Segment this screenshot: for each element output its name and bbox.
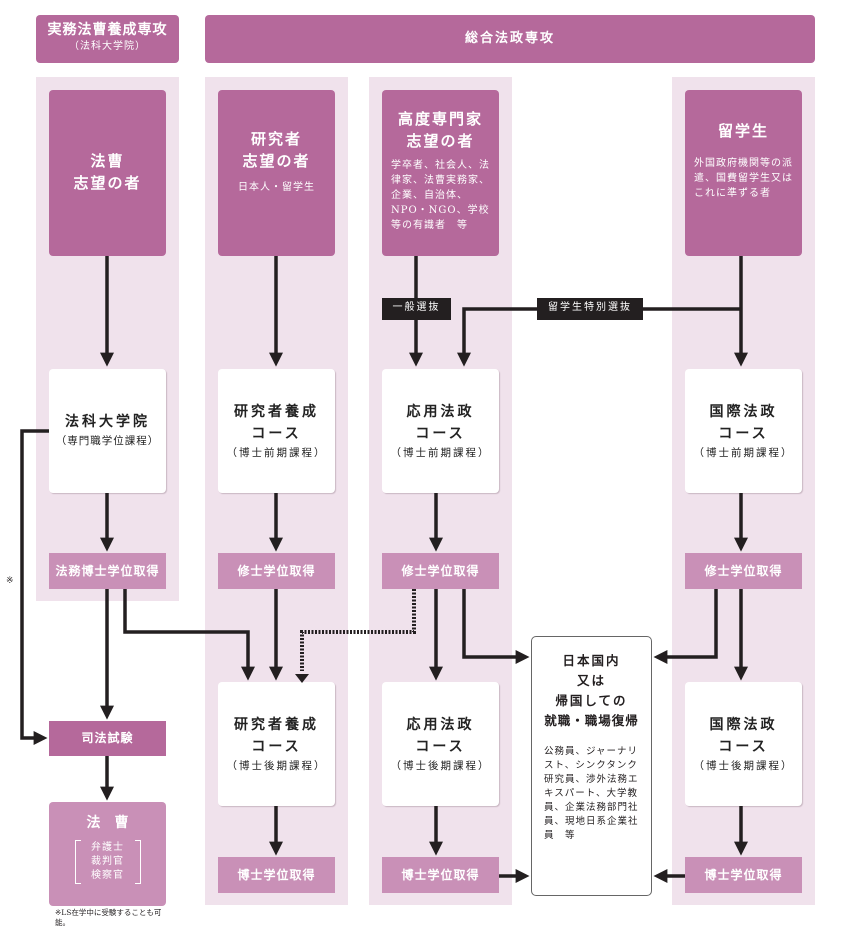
course-international-doctor-title: 国際法政 <box>709 717 778 733</box>
source-researcher-desc: 日本人・留学生 <box>238 182 315 193</box>
role-judge: 裁判官 <box>91 856 124 867</box>
bar-exam: 司法試験 <box>49 721 166 756</box>
source-expert-title-1: 高度専門家 <box>397 110 483 128</box>
course-researcher-doctor-title: 研究者養成 <box>234 717 319 733</box>
header-professional-title: 実務法曹養成専攻 <box>47 22 168 38</box>
course-international-doctor-sub: （博士後期課程） <box>693 760 794 772</box>
degree-doctor-applied: 博士学位取得 <box>382 857 499 893</box>
course-law-school: 法科大学院 （専門職学位課程） <box>49 369 166 493</box>
role-prosecutor: 検察官 <box>91 870 124 881</box>
course-law-school-sub: （専門職学位課程） <box>55 435 160 447</box>
legal-profession-title: 法 曹 <box>86 815 129 831</box>
course-international-master-title: 国際法政 <box>709 404 778 420</box>
legal-profession-roles: 弁護士 裁判官 検察官 <box>74 840 141 884</box>
course-applied-doctor-sub: （博士後期課程） <box>390 760 491 772</box>
header-general-law-politics: 総合法政専攻 <box>205 15 815 63</box>
degree-master-researcher: 修士学位取得 <box>218 553 335 589</box>
source-researcher-aspirants: 研究者 志望の者 日本人・留学生 <box>218 90 335 256</box>
degree-master-international: 修士学位取得 <box>685 553 802 589</box>
course-applied-doctor-title2: コース <box>415 739 466 755</box>
course-law-school-title: 法科大学院 <box>65 414 150 430</box>
course-researcher-doctor-sub: （博士後期課程） <box>226 760 327 772</box>
source-expert-desc: 学卒者、社会人、法律家、法曹実務家、企業、自治体、NPO・NGO、学校等の有識者… <box>391 160 490 231</box>
note-mark: ※ <box>6 576 14 586</box>
course-international-master-title2: コース <box>718 426 769 442</box>
degree-juris-doctor: 法務博士学位取得 <box>49 553 166 589</box>
course-international-master-sub: （博士前期課程） <box>693 447 794 459</box>
course-applied-master-sub: （博士前期課程） <box>390 447 491 459</box>
course-applied-doctor-title: 応用法政 <box>406 717 475 733</box>
legal-profession: 法 曹 弁護士 裁判官 検察官 <box>49 802 166 906</box>
course-researcher-doctor-title2: コース <box>251 739 302 755</box>
source-lawyer-title-2: 志望の者 <box>73 174 142 192</box>
source-researcher-title-2: 志望の者 <box>242 152 311 170</box>
header-professional-law: 実務法曹養成専攻 （法科大学院） <box>36 15 179 63</box>
career-desc: 公務員、ジャーナリスト、シンクタンク研究員、渉外法務エキスパート、大学教員、企業… <box>544 746 639 841</box>
career-title-2: 又は <box>576 673 606 688</box>
source-international-students: 留学生 外国政府機関等の派遣、国費留学生又はこれに準ずる者 <box>685 90 802 256</box>
tag-international-special-selection: 留学生特別選抜 <box>537 298 643 320</box>
course-international-master: 国際法政 コース （博士前期課程） <box>685 369 802 493</box>
source-international-desc: 外国政府機関等の派遣、国費留学生又はこれに準ずる者 <box>694 158 793 199</box>
header-general-title: 総合法政専攻 <box>464 31 555 46</box>
course-researcher-master-title2: コース <box>251 426 302 442</box>
career-destination: 日本国内 又は 帰国しての 就職・職場復帰 公務員、ジャーナリスト、シンクタンク… <box>531 636 652 896</box>
footnote: ※LS在学中に受験することも可能。 <box>55 908 162 927</box>
source-lawyer-title-1: 法曹 <box>90 152 125 170</box>
source-expert-title-2: 志望の者 <box>406 132 475 150</box>
source-researcher-title-1: 研究者 <box>250 130 302 148</box>
degree-master-applied: 修士学位取得 <box>382 553 499 589</box>
source-lawyer-aspirants: 法曹 志望の者 <box>49 90 166 256</box>
degree-doctor-international: 博士学位取得 <box>685 857 802 893</box>
career-title-4: 就職・職場復帰 <box>544 713 639 728</box>
tag-general-selection: 一般選抜 <box>382 298 451 320</box>
course-researcher-doctor: 研究者養成 コース （博士後期課程） <box>218 682 335 806</box>
source-international-title: 留学生 <box>717 122 769 140</box>
course-international-doctor: 国際法政 コース （博士後期課程） <box>685 682 802 806</box>
course-applied-doctor: 応用法政 コース （博士後期課程） <box>382 682 499 806</box>
course-applied-master: 応用法政 コース （博士前期課程） <box>382 369 499 493</box>
course-international-doctor-title2: コース <box>718 739 769 755</box>
course-researcher-master-sub: （博士前期課程） <box>226 447 327 459</box>
course-applied-master-title2: コース <box>415 426 466 442</box>
career-title-1: 日本国内 <box>562 653 621 668</box>
course-applied-master-title: 応用法政 <box>406 404 475 420</box>
header-professional-subtitle: （法科大学院） <box>69 41 146 52</box>
source-expert-aspirants: 高度専門家 志望の者 学卒者、社会人、法律家、法曹実務家、企業、自治体、NPO・… <box>382 90 499 256</box>
course-researcher-master-title: 研究者養成 <box>234 404 319 420</box>
role-attorney: 弁護士 <box>91 842 124 853</box>
career-title-3: 帰国しての <box>555 693 628 708</box>
course-researcher-master: 研究者養成 コース （博士前期課程） <box>218 369 335 493</box>
degree-doctor-researcher: 博士学位取得 <box>218 857 335 893</box>
